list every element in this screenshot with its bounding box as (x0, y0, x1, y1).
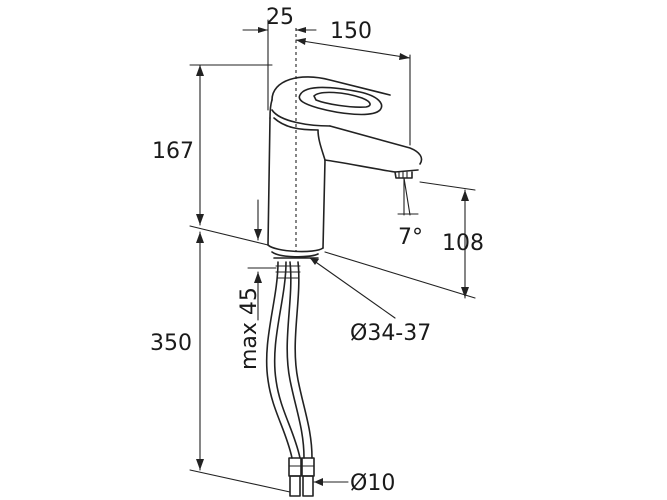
label-108: 108 (442, 231, 484, 256)
dim-350 (189, 231, 291, 493)
dim-angle (397, 177, 419, 216)
dim-150 (295, 38, 411, 146)
label-hole-diameter: Ø34-37 (350, 321, 431, 346)
label-150: 150 (330, 19, 372, 44)
dim-108 (324, 181, 476, 299)
label-350: 350 (150, 331, 192, 356)
label-hose-diameter: Ø10 (350, 471, 395, 496)
label-25: 25 (266, 5, 294, 30)
dim-hole-diameter (309, 257, 396, 319)
dim-25 (242, 19, 317, 111)
label-167: 167 (152, 139, 194, 164)
label-angle: 7° (398, 225, 423, 250)
supply-hoses (265, 261, 315, 497)
dim-167 (189, 64, 273, 246)
dim-hose-diameter (313, 478, 349, 486)
dim-max45 (247, 199, 277, 321)
label-max45: max 45 (237, 287, 262, 370)
